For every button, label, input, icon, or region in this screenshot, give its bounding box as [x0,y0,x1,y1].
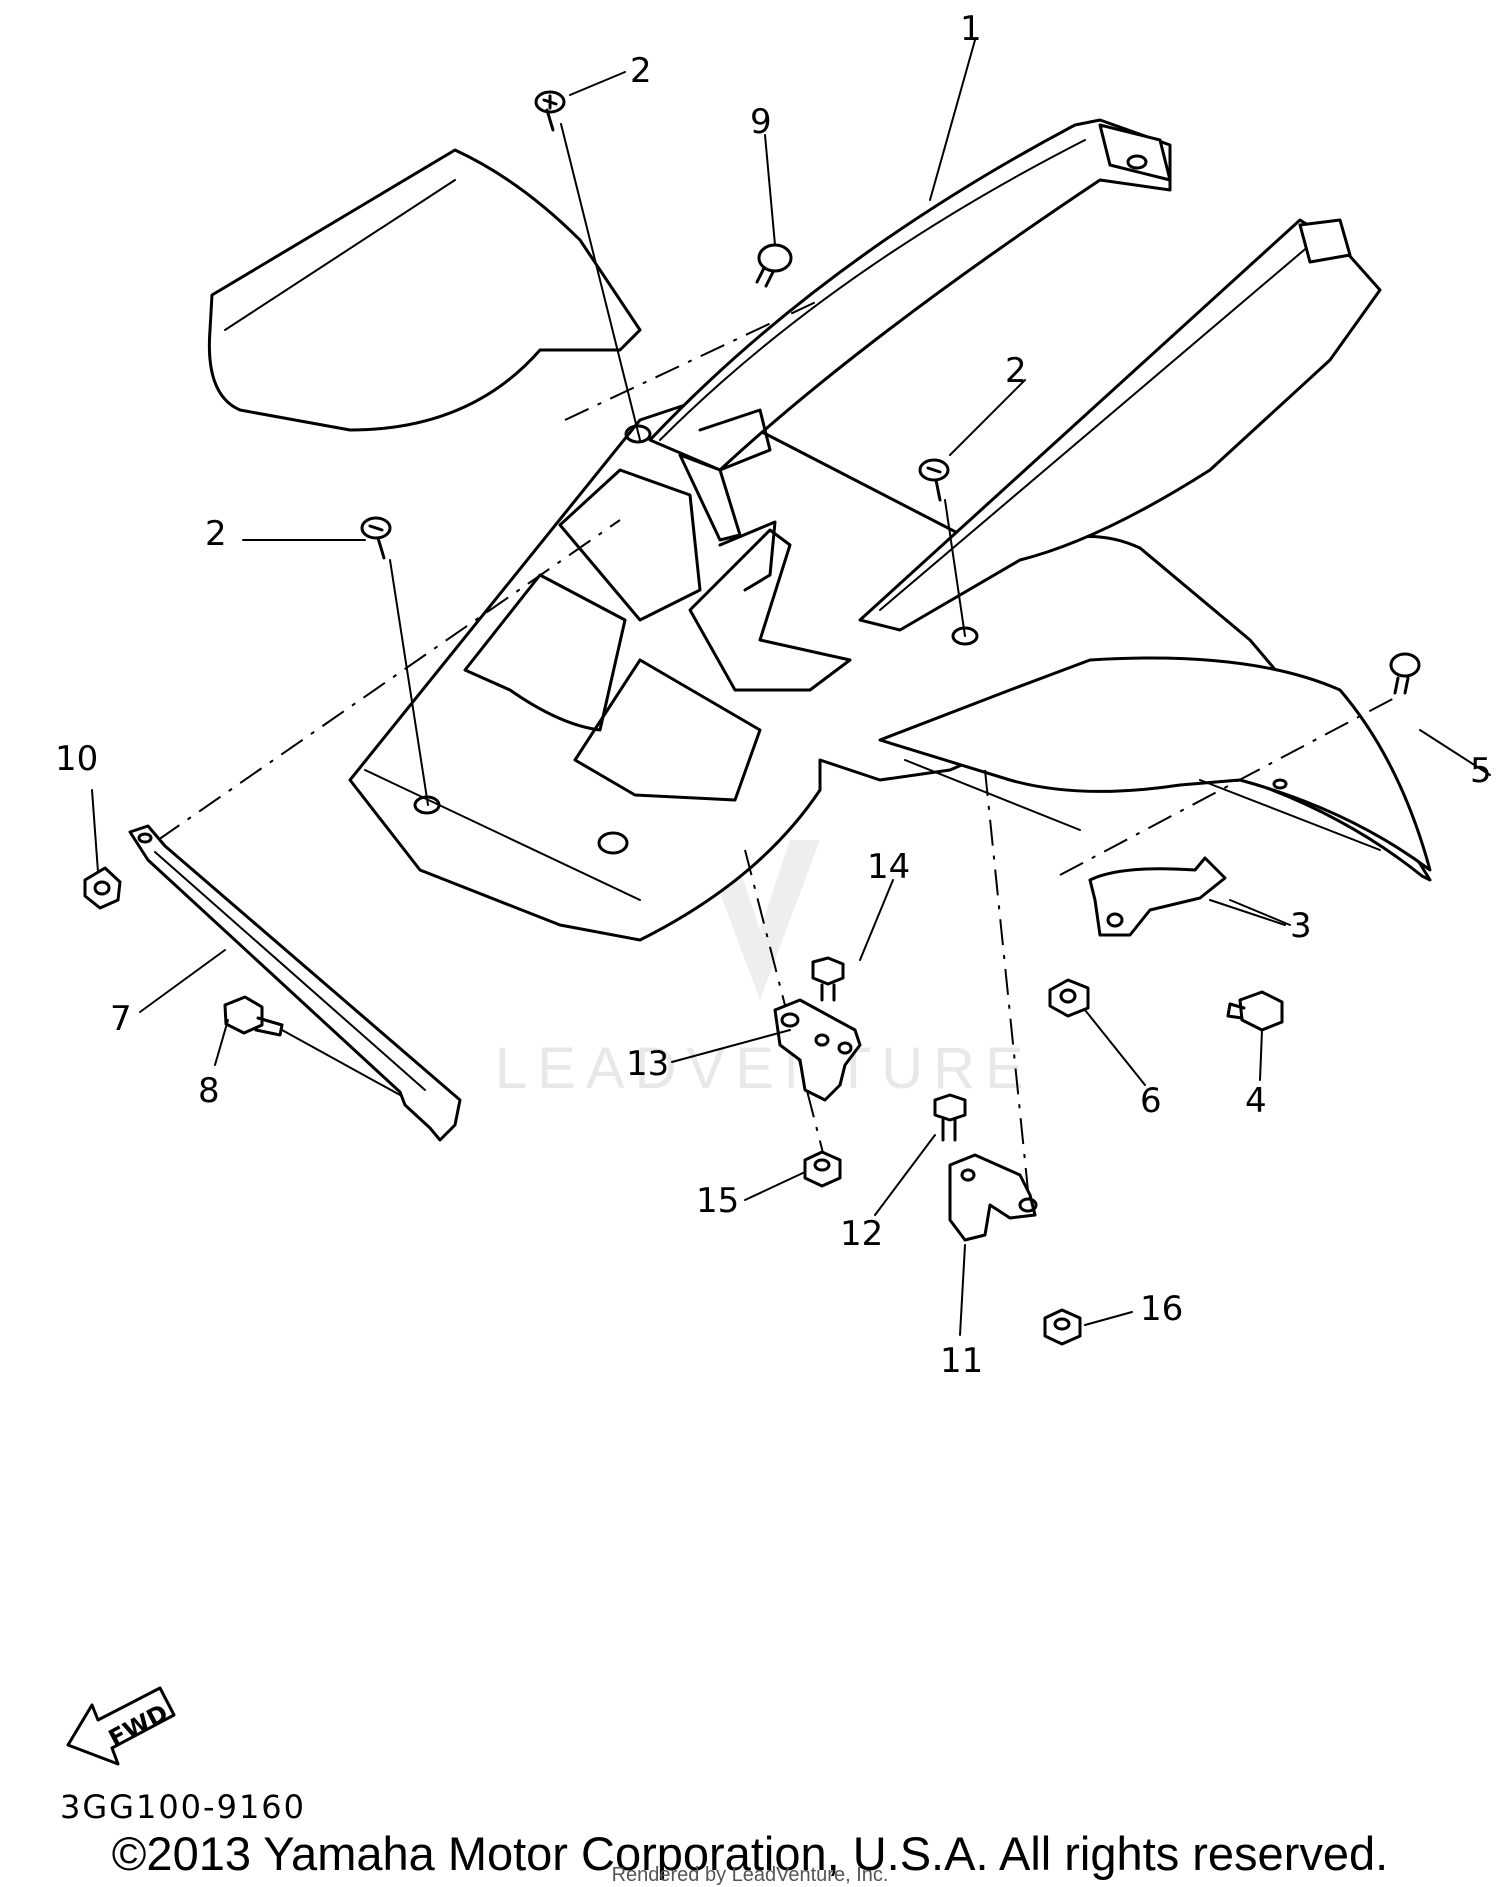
nut-16 [1043,1308,1082,1346]
callout-14: 14 [867,847,910,887]
callout-8: 8 [198,1071,220,1111]
nut-15 [803,1150,842,1188]
callouts: 1 2 2 2 3 4 5 6 7 8 9 10 11 12 13 14 15 … [55,9,1492,1381]
callout-3: 3 [1290,906,1312,946]
callout-4: 4 [1245,1081,1267,1121]
bracket-11 [948,1153,1038,1242]
screw-2-right [918,458,966,637]
callout-15: 15 [696,1181,739,1221]
callout-5: 5 [1470,751,1492,791]
callout-9: 9 [750,102,772,142]
callout-10: 10 [55,739,98,779]
bolt-4 [1226,990,1284,1032]
drawing-code: 3GG100-9160 [60,1788,307,1826]
callout-11: 11 [940,1341,983,1381]
callout-1: 1 [960,9,982,49]
rear-fender [207,148,1432,942]
bolt-14 [811,956,845,1002]
callout-6: 6 [1140,1081,1162,1121]
bolt-5 [1389,652,1421,695]
grab-bar-rail [648,118,1172,472]
bolt-9 [755,243,793,288]
leader-lines [91,39,1491,1336]
callout-7: 7 [110,999,132,1039]
stay-7 [128,824,462,1142]
copyright-notice: ©2013 Yamaha Motor Corporation, U.S.A. A… [111,1827,1389,1880]
callout-13: 13 [626,1044,669,1084]
bolt-12 [933,1093,967,1142]
nut-10 [83,866,122,910]
callout-2-right: 2 [1005,351,1027,391]
watermark-text: LEADVENTURE [495,1036,1034,1101]
screw-2-top [534,90,641,441]
rendered-by-credit: Rendered by LeadVenture, Inc. [611,1864,889,1886]
bracket-13 [773,998,862,1102]
center-supports [678,408,777,592]
nut-6 [1048,978,1090,1018]
callout-12: 12 [840,1214,883,1254]
bolt-8 [223,995,401,1096]
fwd-arrow: FWD [66,1686,176,1766]
callout-2-top: 2 [630,51,652,91]
callout-2-left: 2 [205,514,227,554]
bracket-3 [1088,856,1291,937]
screw-2-left [360,516,429,806]
callout-16: 16 [1140,1289,1183,1329]
